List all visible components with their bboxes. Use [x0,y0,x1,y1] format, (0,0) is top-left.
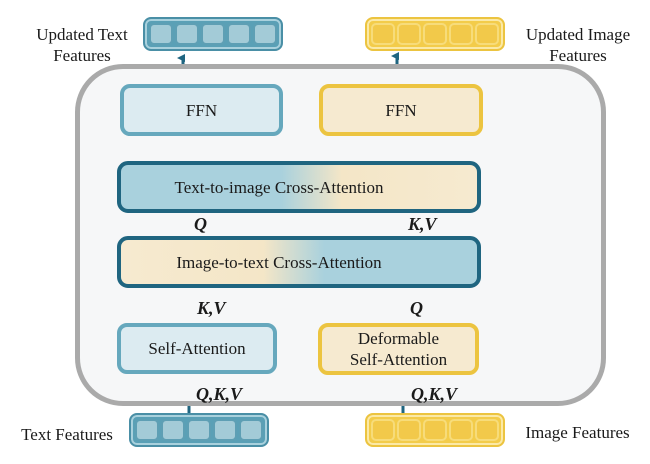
deformable-self-attention-block: Deformable Self-Attention [318,323,479,375]
text-to-image-cross-attention-block: Text-to-image Cross-Attention [117,161,481,213]
label-line: Features [53,46,111,65]
text-features-label: Text Features [21,425,113,444]
token [449,419,473,441]
image-features-label: Image Features [525,423,630,442]
ffn-text-label: FFN [185,100,218,120]
token [149,23,173,45]
updated-image-features-tokens [365,17,505,51]
updated-text-features-tokens [143,17,283,51]
token [371,419,395,441]
token [371,23,395,45]
token [227,23,251,45]
updated-image-features-label: Updated Image Features [512,24,644,66]
token [161,419,185,441]
token [397,419,421,441]
deformable-label-line2: Self-Attention [349,350,448,369]
kv-label-t2i: K,V [408,214,437,234]
label-line: Features [549,46,607,65]
token [423,419,447,441]
token [187,419,211,441]
updated-text-features-label: Updated Text Features [22,24,142,66]
ffn-text-block: FFN [120,84,283,136]
self-attention-block: Self-Attention [117,323,277,374]
token [253,23,277,45]
kv-label-i2t: K,V [197,298,226,318]
token [423,23,447,45]
deformable-label-line1: Deformable [357,329,440,348]
ffn-image-block: FFN [319,84,483,136]
image-to-text-cross-attention-block: Image-to-text Cross-Attention [117,236,481,288]
token [475,23,499,45]
token [475,419,499,441]
token [175,23,199,45]
token [201,23,225,45]
token [135,419,159,441]
text-to-image-label: Text-to-image Cross-Attention [174,177,384,197]
text-features-tokens [129,413,269,447]
image-features-tokens [365,413,505,447]
image-to-text-label: Image-to-text Cross-Attention [176,252,382,272]
q-label-t2i: Q [194,214,207,234]
token [397,23,421,45]
token [213,419,237,441]
qkv-label-text: Q,K,V [196,384,243,404]
qkv-label-image: Q,K,V [411,384,458,404]
self-attention-label: Self-Attention [148,339,246,358]
label-line: Updated Text [36,25,128,44]
token [449,23,473,45]
q-label-i2t: Q [410,298,423,318]
label-line: Updated Image [525,25,631,44]
ffn-image-label: FFN [385,100,417,120]
token [239,419,263,441]
